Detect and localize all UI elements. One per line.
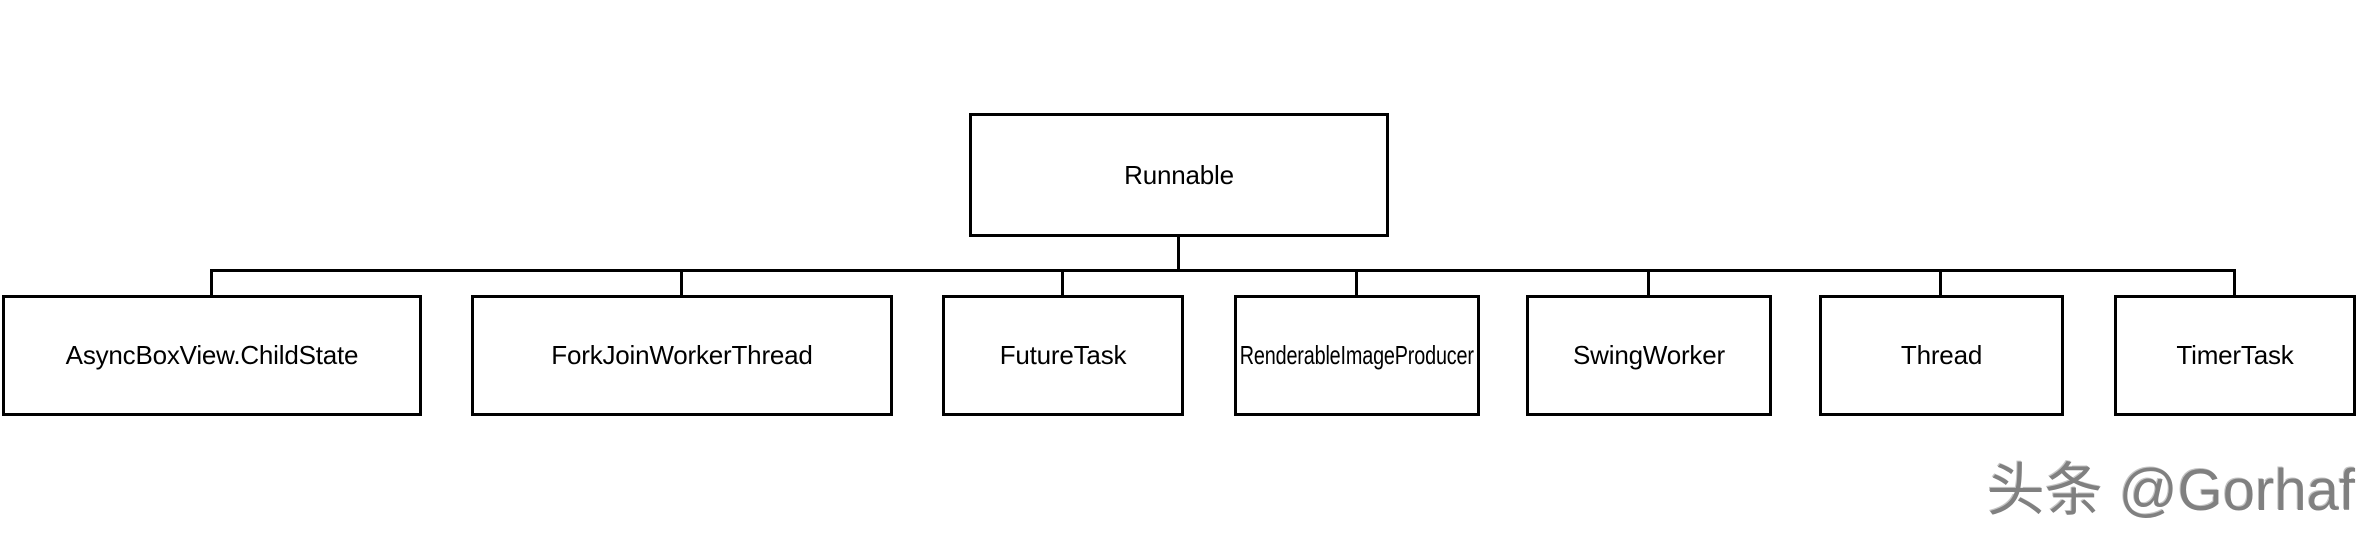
node-asyncboxview-childstate: AsyncBoxView.ChildState	[2, 295, 422, 416]
connector-stub-thread	[1939, 269, 1942, 295]
node-timertask: TimerTask	[2114, 295, 2356, 416]
node-thread-label: Thread	[1900, 340, 1983, 370]
node-thread: Thread	[1819, 295, 2064, 416]
connector-stub-futuretask	[1061, 269, 1064, 295]
connector-stub-swingworker	[1647, 269, 1650, 295]
node-swingworker-label: SwingWorker	[1573, 340, 1725, 370]
node-renderableimageproducer-label: RenderableImageProducer	[1239, 340, 1475, 370]
node-timertask-label: TimerTask	[2176, 340, 2294, 370]
node-futuretask-label: FutureTask	[999, 340, 1127, 370]
node-runnable: Runnable	[969, 113, 1389, 237]
node-asyncboxview-childstate-label: AsyncBoxView.ChildState	[65, 340, 359, 370]
node-swingworker: SwingWorker	[1526, 295, 1772, 416]
node-futuretask: FutureTask	[942, 295, 1184, 416]
connector-stub-forkjoinworkerthread	[680, 269, 683, 295]
connector-branch-horizontal	[210, 269, 2236, 272]
connector-stub-asyncboxview-childstate	[210, 269, 213, 295]
connector-root-vertical	[1177, 237, 1180, 271]
node-runnable-label: Runnable	[1124, 159, 1234, 190]
node-renderableimageproducer: RenderableImageProducer	[1234, 295, 1480, 416]
node-forkjoinworkerthread: ForkJoinWorkerThread	[471, 295, 893, 416]
connector-stub-renderableimageproducer	[1355, 269, 1358, 295]
watermark: 头条 @Gorhaf	[1986, 458, 2355, 523]
connector-stub-timertask	[2233, 269, 2236, 295]
node-forkjoinworkerthread-label: ForkJoinWorkerThread	[551, 340, 813, 370]
